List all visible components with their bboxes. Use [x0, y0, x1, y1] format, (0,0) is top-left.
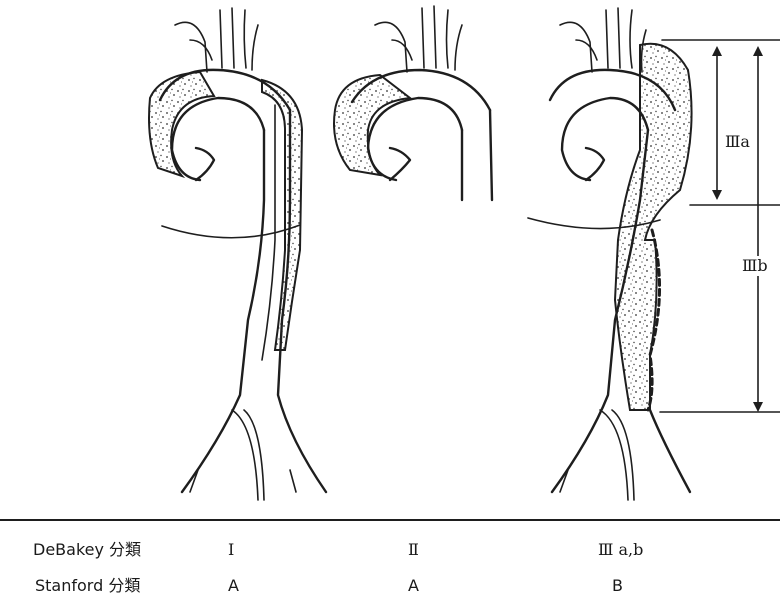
table-separator	[0, 519, 780, 521]
stanford-value-3: B	[612, 576, 623, 596]
aorta-type-iii	[528, 8, 780, 500]
aorta-illustrations	[0, 0, 780, 520]
range-label-iiib: Ⅲb	[742, 256, 770, 276]
stanford-value-1: A	[228, 576, 239, 596]
stanford-value-2: A	[408, 576, 419, 596]
row-label-debakey: DeBakey 分類	[33, 540, 141, 560]
range-label-iiia: Ⅲa	[725, 132, 750, 152]
debakey-value-3: Ⅲ a,b	[598, 540, 643, 560]
debakey-value-1: Ⅰ	[228, 540, 234, 560]
row-label-stanford: Stanford 分類	[35, 576, 140, 596]
aorta-type-i	[149, 8, 326, 500]
aorta-type-ii	[334, 6, 492, 200]
debakey-value-2: Ⅱ	[408, 540, 419, 560]
